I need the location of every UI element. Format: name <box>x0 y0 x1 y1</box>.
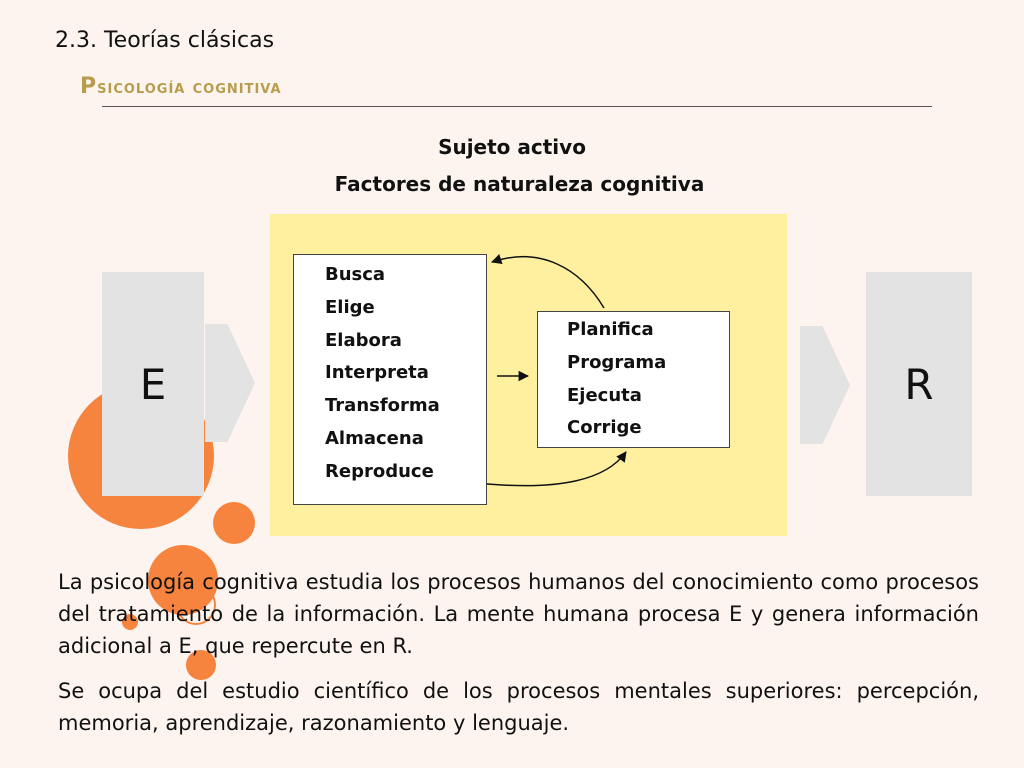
process-item: Corrige <box>567 417 642 439</box>
process-item: Planifica <box>567 319 654 340</box>
output-arrow-bottom <box>486 451 627 487</box>
diagram-heading-factors: Factores de naturaleza cognitiva <box>334 172 705 196</box>
feedback-arrow-top <box>491 254 605 309</box>
diagram-heading-subject: Sujeto activo <box>438 135 586 159</box>
process-item: Reproduce <box>325 460 434 482</box>
process-item: Busca <box>325 264 386 285</box>
process-item: Almacena <box>325 427 424 449</box>
process-list-left: Busca Elige Elabora Interpreta Transform… <box>293 254 487 505</box>
response-label: R <box>904 359 934 409</box>
decorative-circle-medium <box>213 502 255 544</box>
process-item: Elige <box>325 296 375 318</box>
stimulus-box: E <box>102 272 204 496</box>
response-box: R <box>866 272 972 496</box>
decorative-circle-bottom <box>186 650 216 680</box>
process-item: Elabora <box>325 329 402 351</box>
decorative-circle-small <box>122 614 138 630</box>
slide-title: Psicología cognitiva <box>80 74 282 99</box>
stimulus-label: E <box>139 359 167 409</box>
decorative-ring <box>176 585 216 625</box>
process-item: Interpreta <box>325 362 429 384</box>
process-list-right: Planifica Programa Ejecuta Corrige <box>537 311 730 448</box>
scope-paragraph: Se ocupa del estudio científico de los p… <box>58 679 979 735</box>
process-item: Ejecuta <box>567 384 642 406</box>
process-item: Programa <box>567 351 667 373</box>
section-label: 2.3. Teorías clásicas <box>55 28 275 53</box>
process-item: Transforma <box>325 395 440 417</box>
description-paragraph: La psicología cognitiva estudia los proc… <box>58 570 979 658</box>
title-divider <box>102 106 932 107</box>
